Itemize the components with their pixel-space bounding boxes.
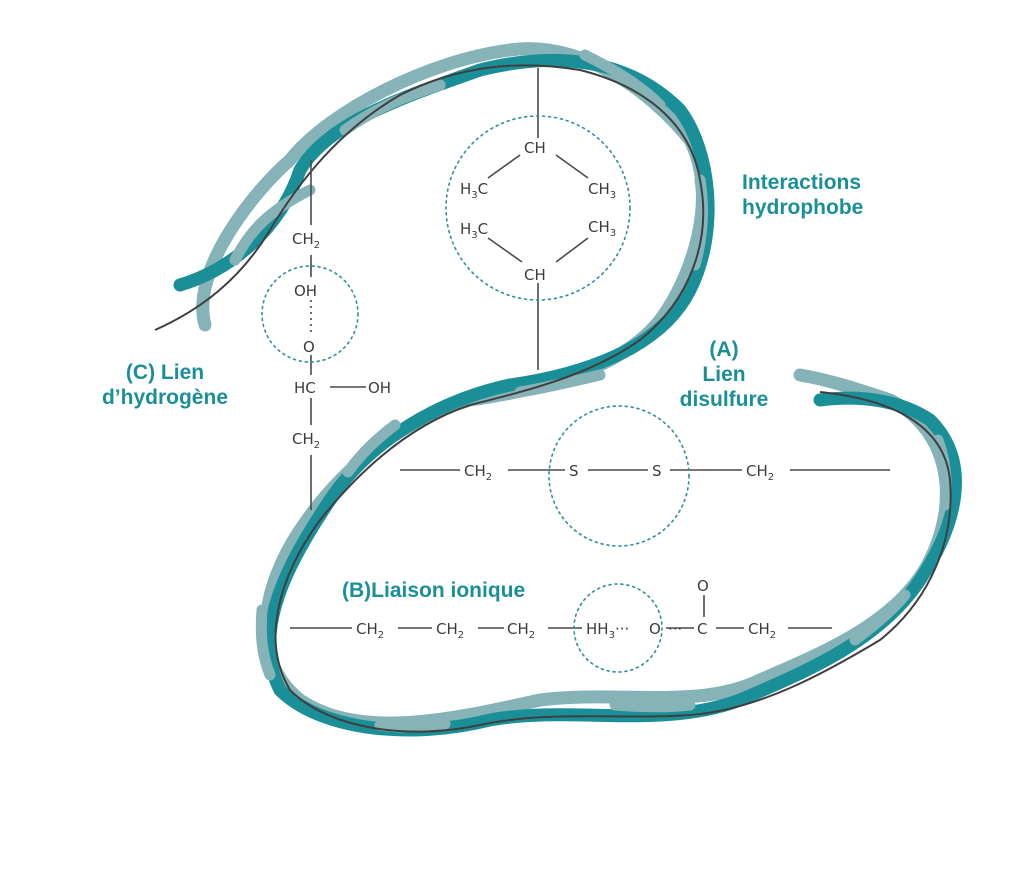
- ch2-ionic-3: CH2: [507, 620, 535, 641]
- label-disulfide-line2: Lien: [702, 363, 746, 386]
- ionic-bond-circle: [573, 583, 663, 673]
- oh-hydroxyl: OH: [368, 379, 391, 397]
- label-hydrogen-line1: (C) Lien: [125, 361, 205, 384]
- oh-donor: OH: [294, 282, 317, 300]
- side-chain-bonds: [290, 68, 890, 629]
- label-disulfide-line3: disulfure: [679, 388, 769, 411]
- ch-bottom: CH: [524, 266, 546, 284]
- label-hydrophobic-line1: Interactions: [742, 171, 862, 194]
- label-disulfide-line1: (A): [709, 338, 739, 361]
- hydrogen-bond-circle: [261, 265, 359, 363]
- ch2-disulfide-left: CH2: [464, 462, 492, 483]
- backbone-line: [154, 64, 952, 733]
- hh3-amine: HH3···: [586, 620, 629, 641]
- sulfur-left: S: [569, 462, 579, 480]
- label-disulfide-bond: (A) Lien disulfure: [668, 337, 780, 412]
- label-hydrophobic-interactions: Interactions hydrophobe: [742, 170, 863, 220]
- ch2-ionic-right: CH2: [748, 620, 776, 641]
- chemical-labels: CH H3C CH3 H3C CH3 CH CH2 OH O HC OH CH2…: [292, 139, 776, 641]
- label-hydrogen-line2: d’hydrogène: [101, 386, 228, 409]
- ch3-upper: CH3: [588, 180, 616, 201]
- o-acceptor: O: [303, 338, 315, 356]
- h3c-upper: H3C: [460, 180, 488, 201]
- h3c-lower: H3C: [460, 220, 488, 241]
- hc-carbon: HC: [294, 379, 316, 397]
- label-hydrogen-bond: (C) Lien d’hydrogène: [80, 360, 250, 410]
- ch-top: CH: [524, 139, 546, 157]
- o-carboxylate: O: [649, 620, 661, 638]
- ch3-lower: CH3: [588, 218, 616, 239]
- label-hydrophobic-line2: hydrophobe: [742, 196, 864, 219]
- disulfide-circle: [548, 405, 690, 547]
- interaction-circles: [261, 115, 690, 673]
- ch2-disulfide-right: CH2: [746, 462, 774, 483]
- label-ionic-bond: (B)Liaison ionique: [342, 579, 526, 602]
- hydrophobic-circle: [445, 115, 631, 301]
- sulfur-right: S: [652, 462, 662, 480]
- ch2-ionic-2: CH2: [436, 620, 464, 641]
- o-carbonyl: O: [697, 577, 709, 595]
- ch2-ionic-1: CH2: [356, 620, 384, 641]
- ch2-hbond-bottom: CH2: [292, 430, 320, 451]
- ch2-hbond-top: CH2: [292, 230, 320, 251]
- ionic-dots: ···: [668, 620, 682, 638]
- c-carboxyl: C: [697, 620, 707, 638]
